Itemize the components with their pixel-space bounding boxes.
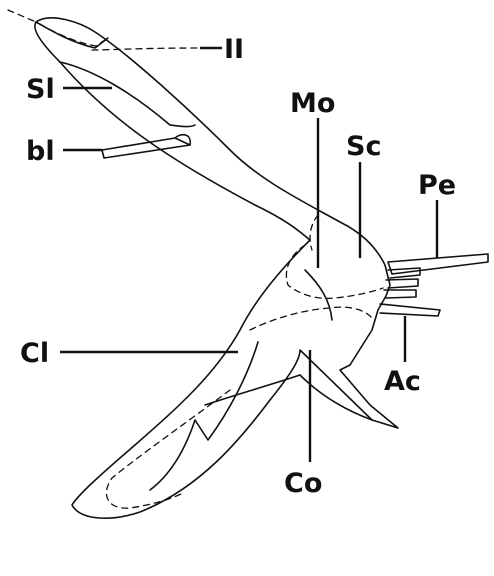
- label-co: Co: [284, 468, 322, 499]
- label-ac: Ac: [384, 366, 421, 397]
- cl-ridge-line: [205, 375, 300, 405]
- bone-outline: [35, 18, 398, 518]
- bl-stub: [102, 138, 190, 158]
- sl-tip-outline: [36, 22, 108, 48]
- label-cl: Cl: [20, 338, 49, 369]
- ac-stub: [380, 304, 440, 316]
- label-sc: Sc: [346, 131, 381, 162]
- bl-notch: [170, 125, 195, 127]
- label-mo: Mo: [290, 88, 335, 119]
- label-bl: bl: [26, 136, 55, 167]
- cl-inner-fold: [150, 342, 258, 490]
- co-dashed-region: [250, 307, 372, 330]
- label-sl: Sl: [26, 74, 55, 105]
- mo-curve: [305, 270, 332, 320]
- top-dashed-tail: [8, 10, 36, 22]
- ii-dashed-leader: [92, 48, 200, 50]
- fin-ray-2: [386, 279, 418, 288]
- label-pe: Pe: [418, 170, 456, 201]
- mo-dashed-region: [286, 245, 383, 298]
- label-ii: II: [224, 34, 244, 65]
- cl-dashed-region: [106, 390, 230, 508]
- fin-ray-3: [384, 290, 416, 298]
- ii-dashed-outline: [40, 24, 108, 46]
